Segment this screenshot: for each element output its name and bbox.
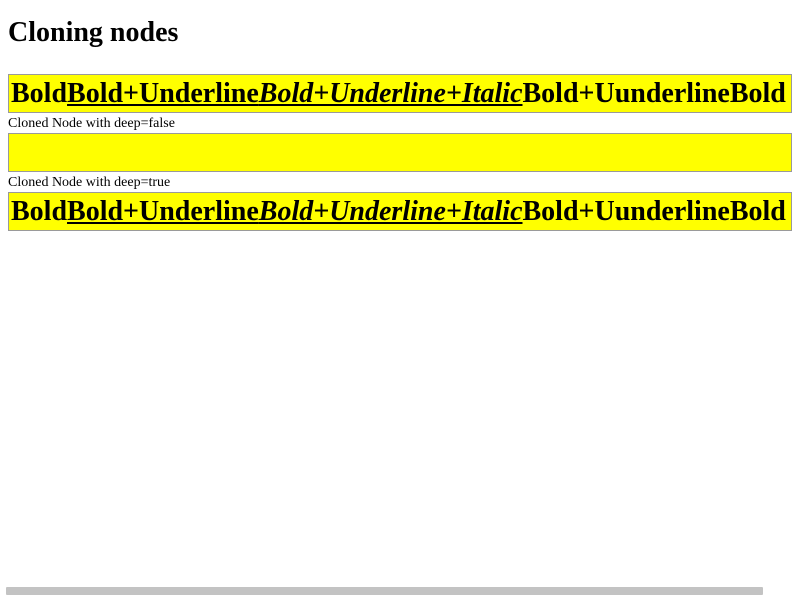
segment-bold-uunderline: Bold+Uunderline — [522, 196, 730, 227]
horizontal-scrollbar[interactable] — [6, 587, 763, 595]
segment-bold-underline-italic: Bold+Underline+Italic — [258, 78, 523, 109]
shallow-clone-box — [8, 133, 792, 172]
segment-bold: Bold — [11, 196, 68, 227]
shallow-clone-caption: Cloned Node with deep=false — [8, 116, 175, 131]
segment-bold: Bold — [11, 78, 68, 109]
original-node-box: BoldBold+UnderlineBold+Underline+ItalicB… — [8, 74, 792, 113]
segment-bold-uunderline: Bold+Uunderline — [522, 78, 730, 109]
segment-bold-underline: Bold+Underline — [67, 196, 259, 227]
deep-clone-caption: Cloned Node with deep=true — [8, 175, 171, 190]
segment-bold-underline-italic: Bold+Underline+Italic — [258, 196, 523, 227]
segment-bold-tail: Bold — [729, 78, 786, 109]
segment-bold-tail: Bold — [729, 196, 786, 227]
deep-clone-box: BoldBold+UnderlineBold+Underline+ItalicB… — [8, 192, 792, 231]
segment-bold-underline: Bold+Underline — [67, 78, 259, 109]
page-title: Cloning nodes — [8, 17, 179, 48]
